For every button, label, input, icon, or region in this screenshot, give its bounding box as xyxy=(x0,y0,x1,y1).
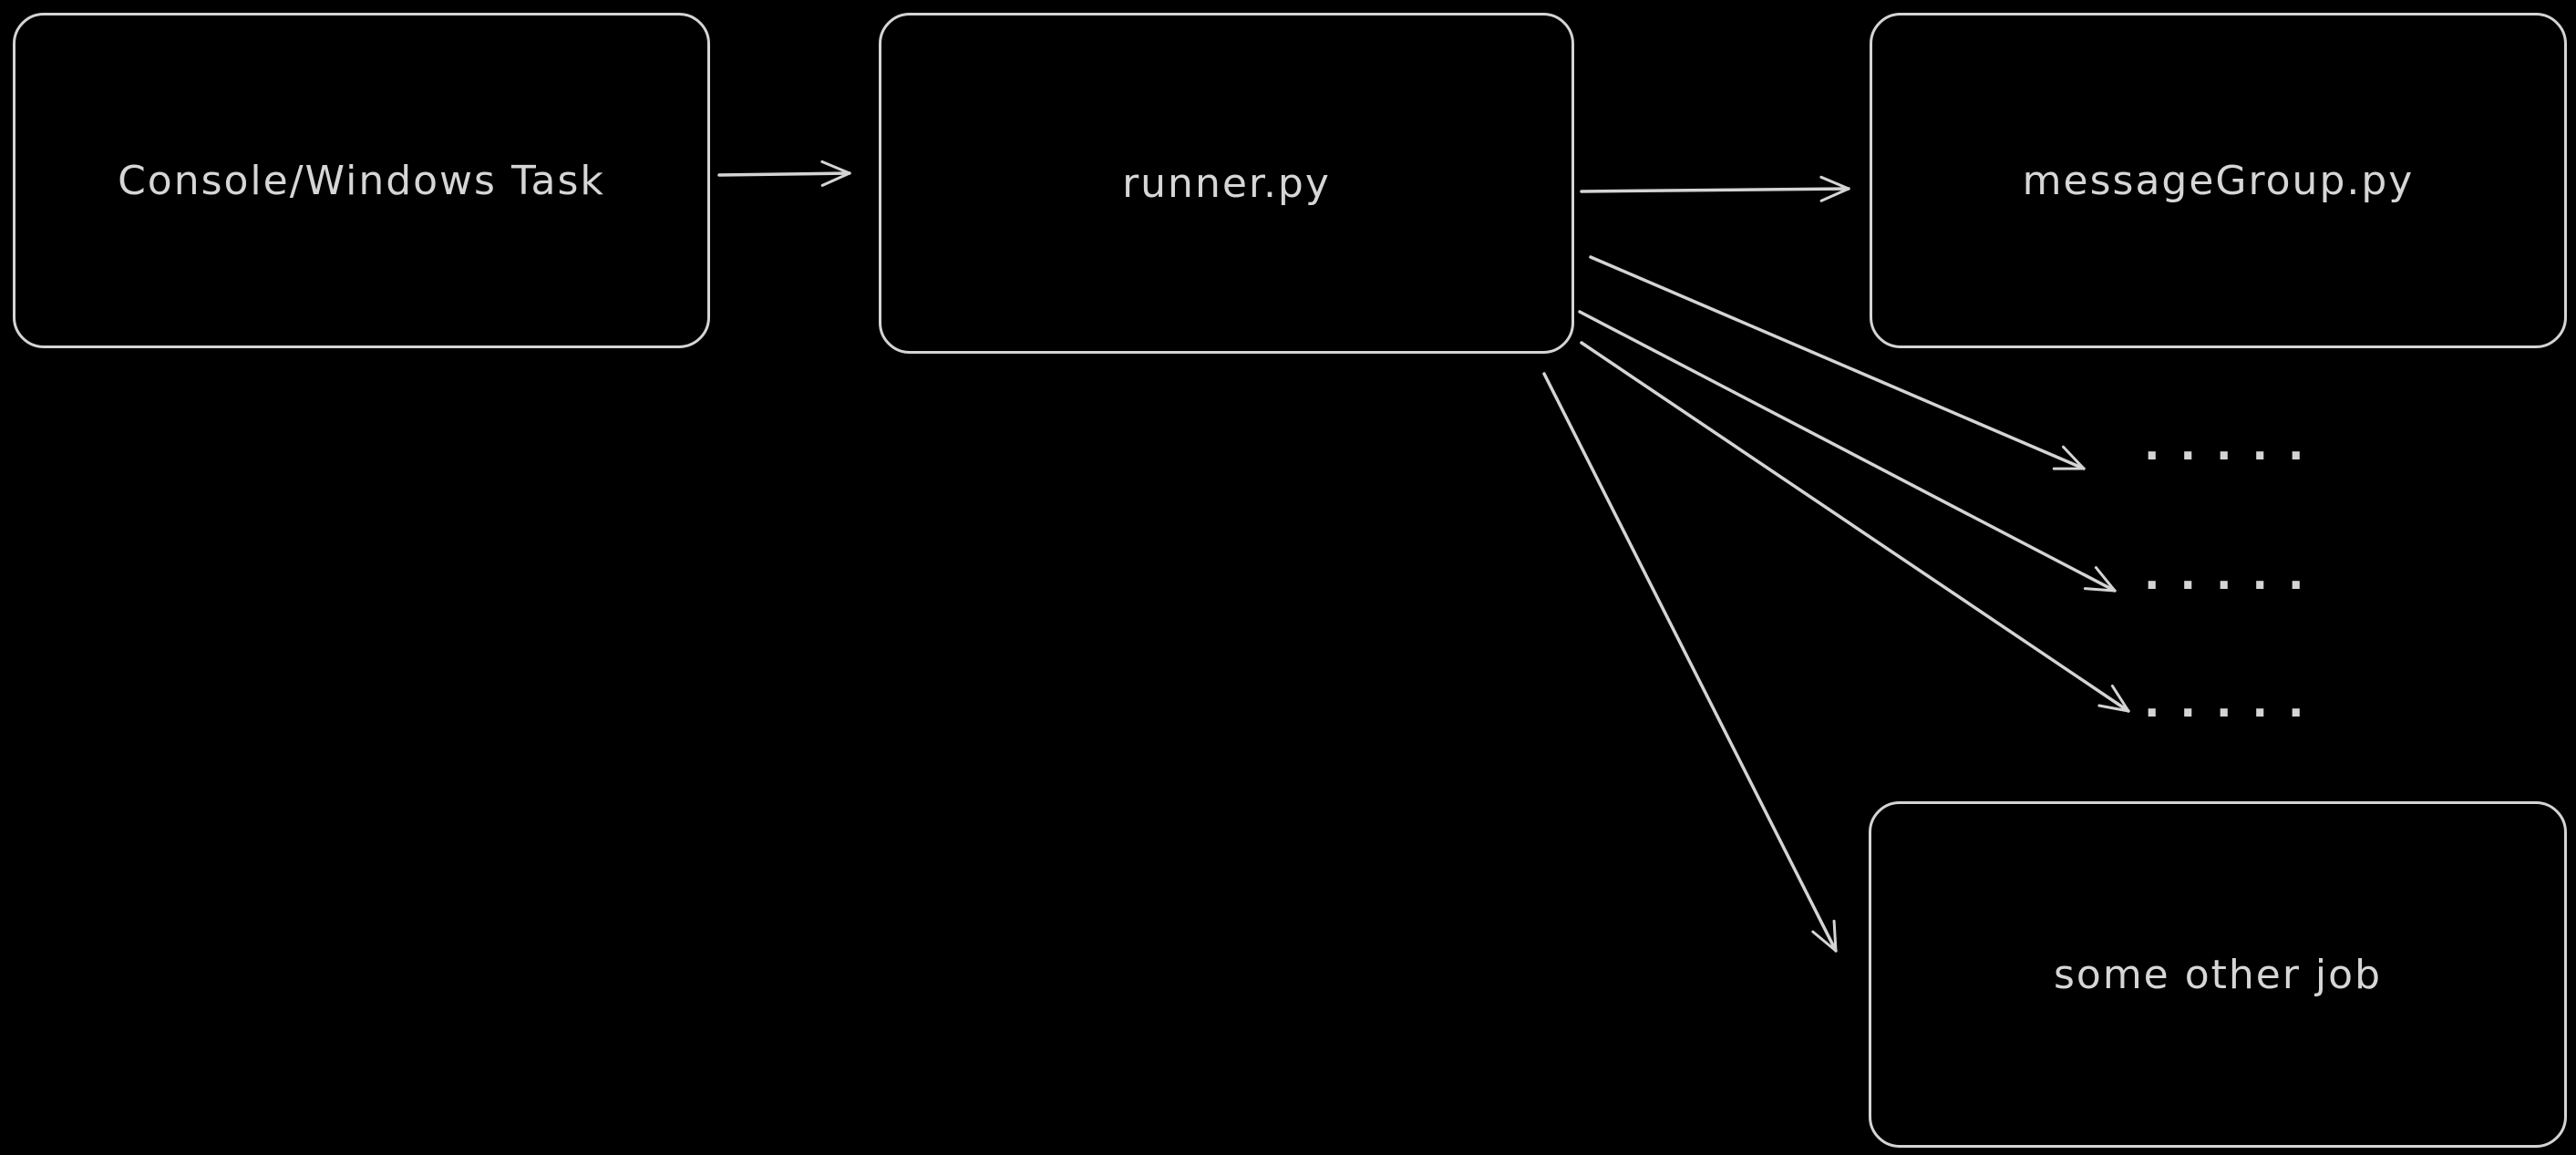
node-messagegroup-py: messageGroup.py xyxy=(1870,13,2567,348)
arrow-runner-to-worker-3 xyxy=(1580,341,2130,713)
node-some-other-job-label: some other job xyxy=(2053,951,2383,998)
node-runner-py-label: runner.py xyxy=(1122,160,1331,207)
arrow-runner-to-worker-2 xyxy=(1578,310,2117,593)
node-messagegroup-py-label: messageGroup.py xyxy=(2022,157,2415,204)
node-some-other-job: some other job xyxy=(1869,801,2567,1148)
arrow-console-to-runner xyxy=(717,160,851,187)
placeholder-dots-row-3: . . . . . xyxy=(2144,677,2307,727)
arrow-runner-to-messagegroup xyxy=(1580,175,1850,202)
placeholder-dots-row-1: . . . . . xyxy=(2144,420,2307,469)
node-runner-py: runner.py xyxy=(879,13,1574,354)
node-console-windows-task: Console/Windows Task xyxy=(13,13,710,348)
node-console-windows-task-label: Console/Windows Task xyxy=(118,157,605,204)
placeholder-dots-row-2: . . . . . xyxy=(2144,550,2307,599)
arrow-runner-to-other-job xyxy=(1542,372,1838,953)
